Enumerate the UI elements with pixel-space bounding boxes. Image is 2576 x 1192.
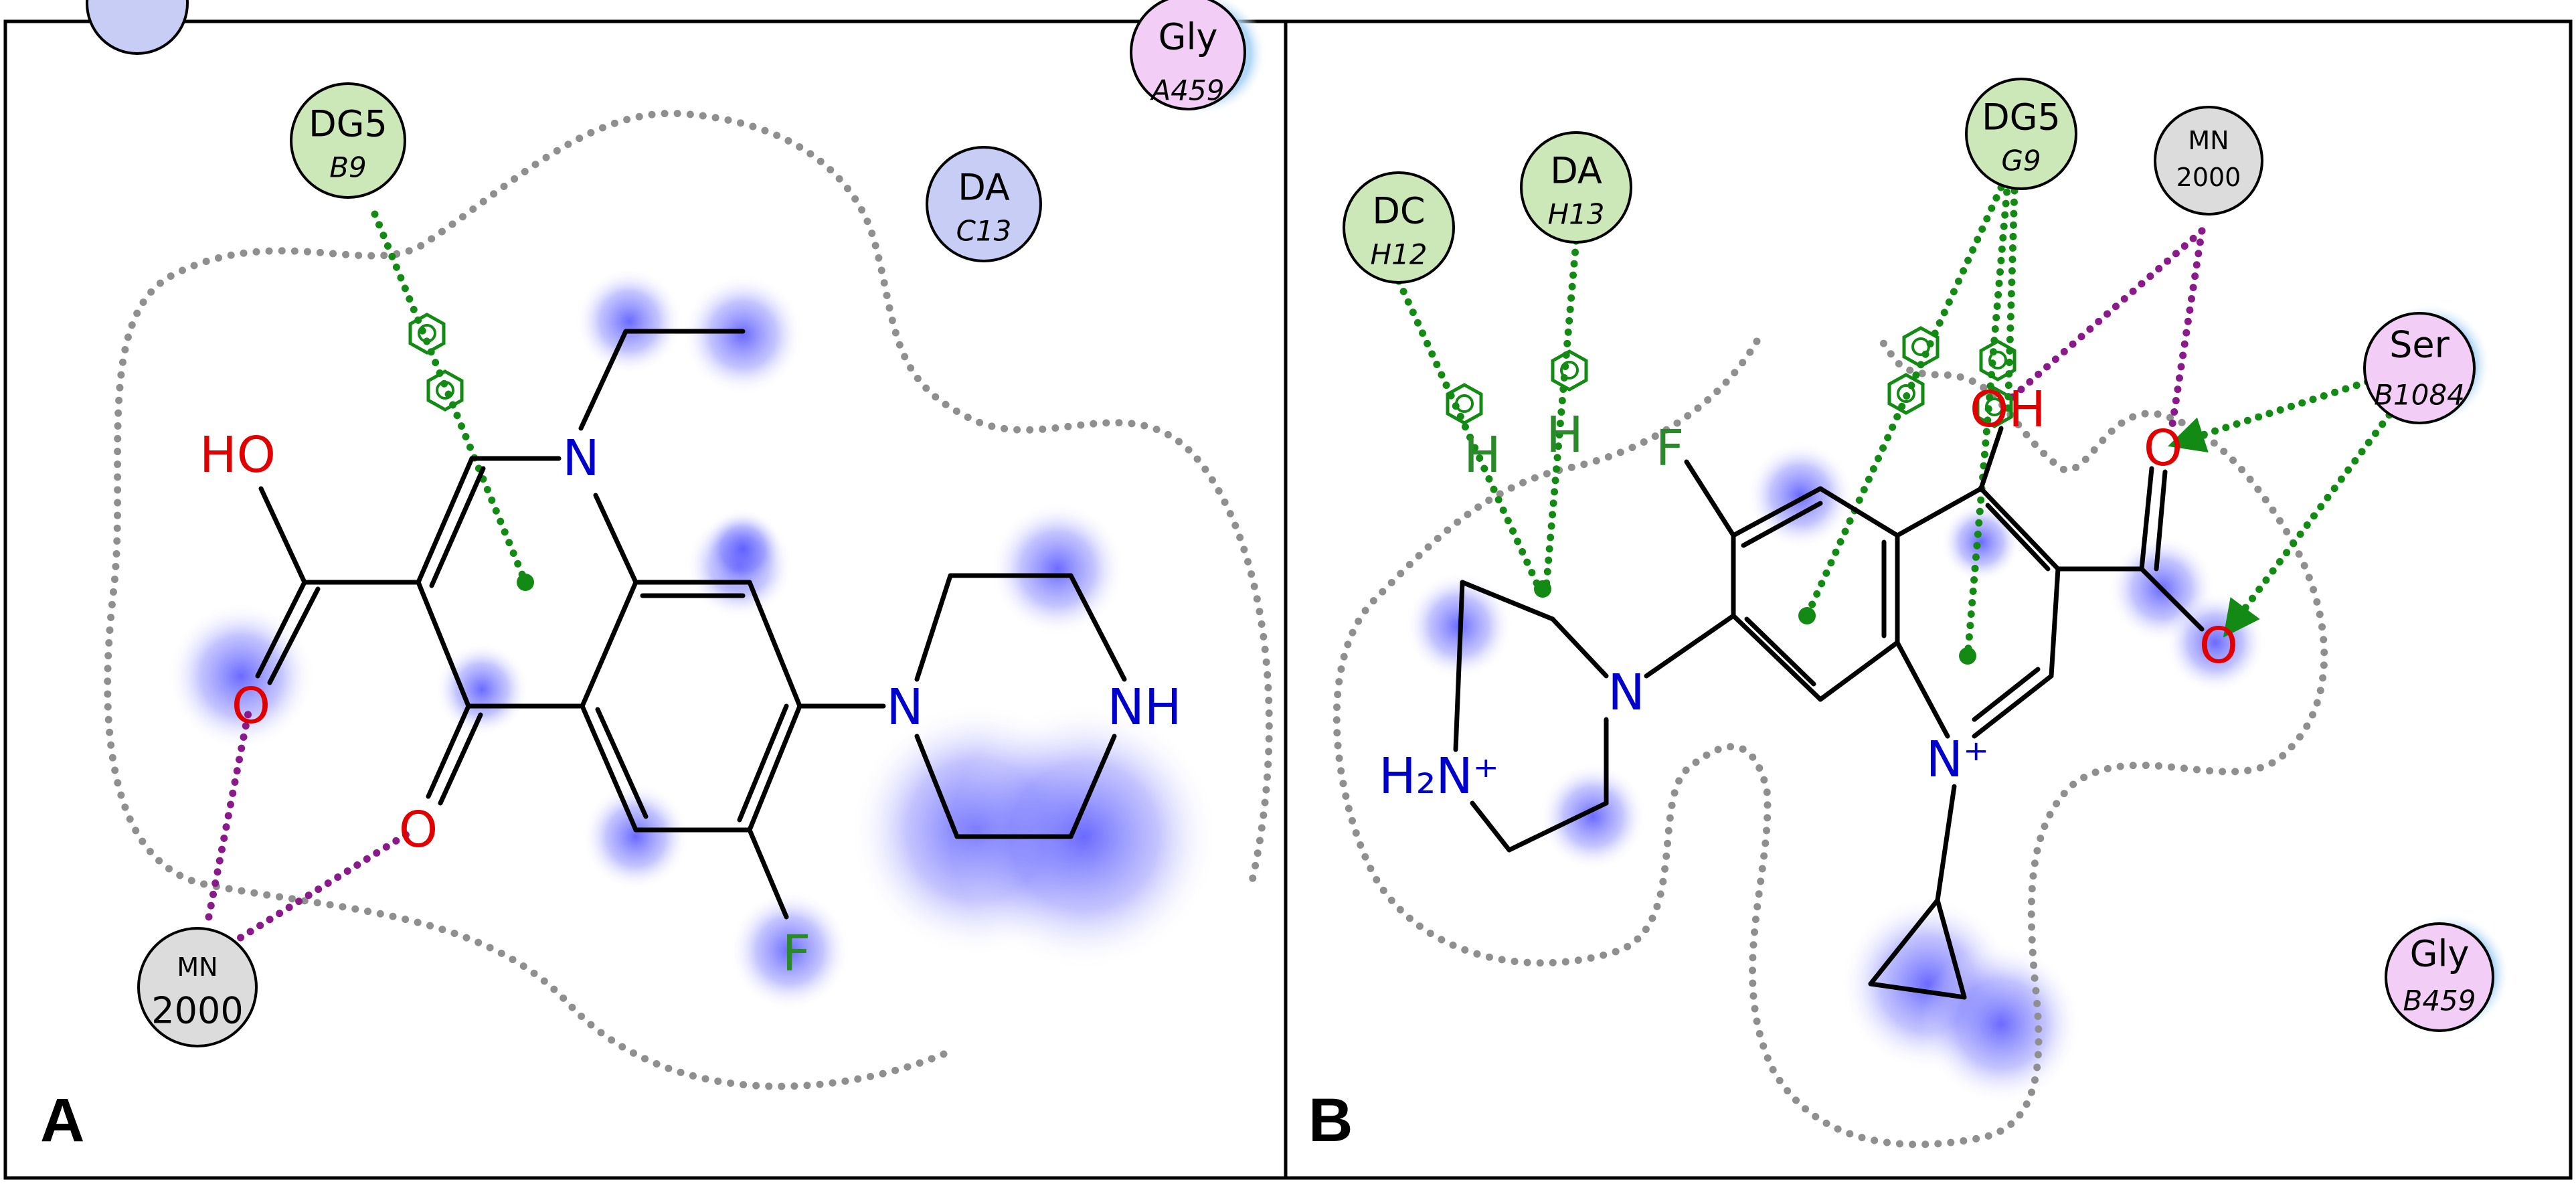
svg-text:DG5: DG5 [1982, 96, 2061, 139]
panel-b-pocket-outline [1333, 337, 2328, 1148]
svg-text:Gly: Gly [2410, 933, 2470, 975]
panel-b-residue-da: DA H13 [1520, 131, 1632, 244]
panel-b-ser-o2 [2223, 411, 2393, 638]
svg-text:DA: DA [958, 167, 1010, 209]
panel-b-atom-oh: OH [1970, 381, 2046, 438]
panel-a-residue-mn: MN 2000 [137, 927, 258, 1047]
svg-text:B459: B459 [2403, 985, 2476, 1017]
panel-b-atom-f: F [1656, 420, 1685, 477]
panel-b-atom-n-piperazine: N [1608, 664, 1644, 721]
panel-b-residue-mn: MN 2000 [2154, 106, 2263, 216]
panel-b-atom-h1: H [1464, 426, 1501, 484]
panel-b-residue-gly: Gly B459 [2385, 914, 2510, 1034]
svg-text:MN: MN [177, 952, 218, 982]
panel-b-residue-dc: DC H12 [1343, 171, 1455, 284]
panel-b-ser-o1 [2168, 371, 2393, 453]
panel-b-centroid-1 [1798, 607, 1816, 624]
panel-a-atom-ho: HO [199, 426, 276, 484]
svg-text:Ser: Ser [2389, 324, 2450, 366]
svg-text:Gly: Gly [1158, 16, 1218, 58]
svg-text:DG5: DG5 [309, 103, 388, 145]
panel-a-pi-ring-icons [408, 313, 464, 412]
panel-b-dg5-pi-1 [1803, 183, 2005, 620]
panel-a-partial-residue [86, 0, 189, 55]
panel-a: HO O O N N NH F DG5 B9 DA C13 Gly A459 M… [40, 0, 1273, 1155]
panel-b-atom-o2: O [2199, 617, 2238, 675]
panel-a-residue-dg5: DG5 B9 [290, 82, 406, 199]
panel-a-atom-o-acid: O [232, 677, 270, 735]
panel-b-residue-ser: Ser B1084 [2363, 303, 2491, 426]
panel-b-residue-dg5: DG5 G9 [1965, 78, 2077, 190]
svg-text:B9: B9 [329, 151, 367, 184]
panel-a-residue-da: DA C13 [926, 146, 1042, 262]
panel-a-bonds [255, 329, 1127, 920]
panel-a-atom-o-keto: O [399, 801, 438, 859]
svg-text:MN: MN [2188, 126, 2229, 155]
svg-text:H13: H13 [1547, 198, 1604, 231]
panel-b-dg5-pi-2 [1964, 177, 2012, 660]
svg-text:DC: DC [1372, 190, 1425, 232]
panel-b-atom-n-plus: N⁺ [1926, 731, 1989, 788]
panel-b-atom-o1: O [2144, 420, 2182, 477]
svg-text:G9: G9 [2001, 145, 2041, 177]
panel-a-atom-n1: N [562, 430, 599, 487]
panel-a-pocket-outline [104, 109, 1273, 1090]
panel-b-mn-o [2168, 227, 2206, 432]
panel-b-dg5-hb [2004, 187, 2019, 419]
panel-a-label: A [40, 1086, 84, 1155]
panel-b-bonds [1453, 426, 2205, 1000]
svg-text:B1084: B1084 [2374, 379, 2465, 412]
panel-a-dg5-pi-stack [371, 210, 529, 586]
panel-b-atom-nh2-plus: H₂N⁺ [1379, 748, 1499, 805]
panel-b-pi-ring-icons [1446, 326, 2016, 428]
panel-b-label: B [1308, 1086, 1353, 1155]
panel-a-atom-f: F [782, 925, 811, 983]
panel-b: F H H OH O O N H₂N⁺ N⁺ DC H12 DA H13 DG5… [1308, 78, 2510, 1155]
svg-text:DA: DA [1550, 150, 1602, 192]
panel-b-centroid-2 [1959, 647, 1976, 665]
panel-a-residue-gly: Gly A459 [1130, 0, 1266, 115]
panel-b-da-pi [1542, 237, 1580, 593]
panel-a-atom-n-piperazine: N [886, 679, 923, 736]
panel-b-dc-pi [1395, 277, 1543, 593]
svg-text:A459: A459 [1150, 74, 1225, 107]
panel-a-mn-o-contact [205, 705, 253, 921]
svg-text:C13: C13 [956, 215, 1012, 248]
svg-text:H12: H12 [1370, 238, 1427, 271]
panel-a-ring-centroid [517, 574, 534, 591]
panel-b-mn-oh [2007, 227, 2206, 402]
panel-a-atom-nh: NH [1108, 679, 1182, 736]
panel-b-atom-h2: H [1546, 406, 1583, 464]
svg-text:2000: 2000 [2176, 163, 2241, 192]
panel-b-centroid-3 [1534, 580, 1551, 598]
svg-text:2000: 2000 [151, 990, 243, 1032]
panel-a-mn-o2-contact [227, 829, 412, 948]
